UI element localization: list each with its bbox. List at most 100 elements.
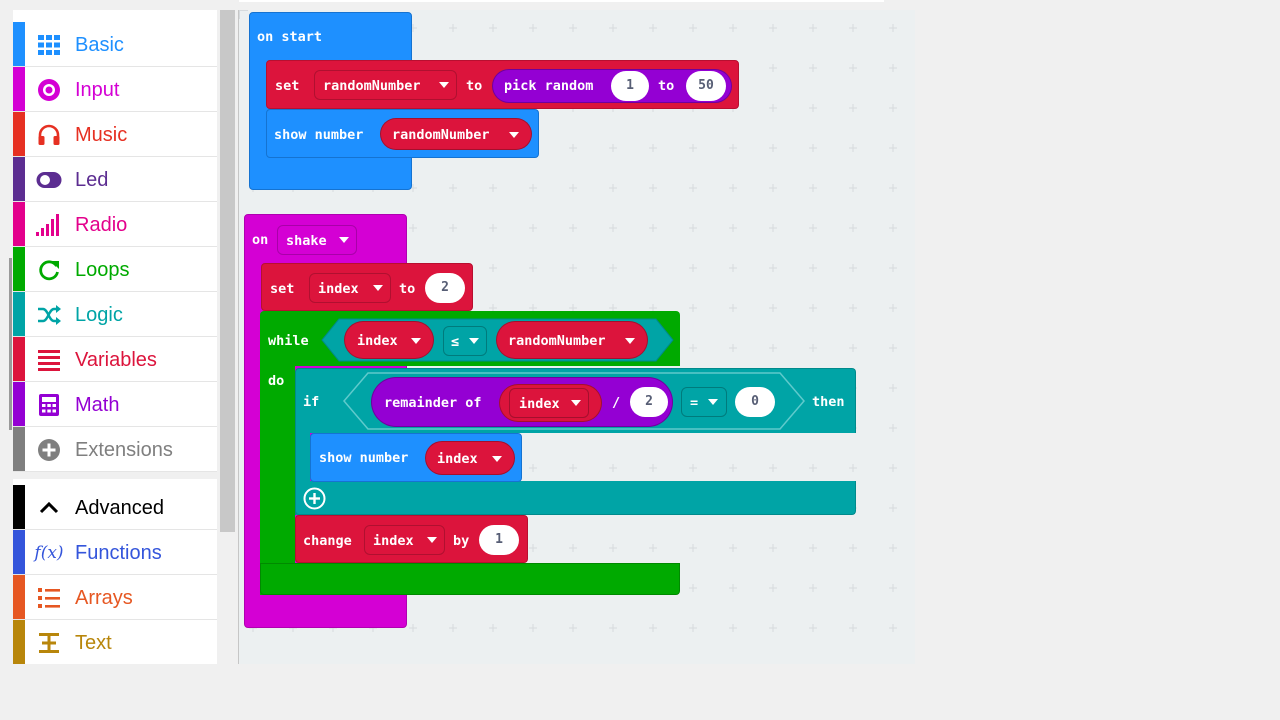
toolbox-label: Text [75,632,112,654]
gesture-dropdown[interactable]: shake [277,225,357,255]
divisor-input[interactable]: 2 [630,387,668,417]
variable-reporter[interactable]: randomNumber [380,118,532,150]
then-keyword: then [812,394,845,410]
set-variable-block[interactable]: set randomNumber to pick random 1 to 50 [266,60,739,109]
toolbox-item-arrays[interactable]: Arrays [13,575,217,620]
change-variable-block[interactable]: change index by 1 [295,515,528,563]
variable-dropdown[interactable]: index [364,525,445,555]
toolbox-item-math[interactable]: Math [13,382,217,427]
calculator-icon [36,392,62,418]
shuffle-icon [36,302,62,328]
category-stripe [13,112,25,156]
blocks-workspace[interactable]: on start set randomNumber to pick random… [239,10,915,664]
change-by-input[interactable]: 1 [479,525,519,555]
toolbox-item-music[interactable]: Music [13,112,217,157]
remainder-block[interactable]: remainder of index / 2 [371,377,673,427]
signal-bars-icon [36,212,62,238]
variable-dropdown[interactable]: randomNumber [314,70,457,100]
show-number-block[interactable]: show number index [310,433,522,482]
equals-comparison-block[interactable] [343,372,805,430]
variable-name: index [437,451,478,467]
toolbox-label: Led [75,169,109,191]
toolbox-label: Loops [75,259,130,281]
toolbox-label: Arrays [75,587,133,609]
toolbox-item-variables[interactable]: Variables [13,337,217,382]
to-keyword: to [658,78,675,94]
variable-reporter[interactable]: index [499,384,602,422]
top-strip [239,0,884,2]
show-number-label: show number [319,450,409,466]
operator-symbol: ≤ [451,334,460,350]
add-else-plus-icon[interactable] [303,487,326,510]
show-number-block[interactable]: show number randomNumber [266,109,539,158]
category-stripe [13,202,25,246]
variable-name: index [519,396,560,412]
while-keyword: while [268,333,309,349]
set-index-block[interactable]: set index to 2 [261,263,473,311]
toolbox-item-text[interactable]: Text [13,620,217,664]
on-start-label: on start [257,29,323,45]
operator-symbol: = [690,395,699,411]
divide-symbol: / [612,395,621,411]
set-value-input[interactable]: 2 [425,273,465,303]
variable-name: index [373,533,414,549]
category-stripe [13,485,25,529]
toolbox-label: Math [75,394,120,416]
pick-random-block[interactable]: pick random 1 to 50 [492,69,732,103]
toolbox-separator [13,472,217,479]
text-cursor-icon [36,630,62,656]
toolbox-item-extensions[interactable]: Extensions [13,427,217,472]
variable-dropdown[interactable]: index [509,388,589,418]
toolbox-item-led[interactable]: Led [13,157,217,202]
toolbox-label: Logic [75,304,123,326]
variable-dropdown[interactable]: index [309,273,391,303]
toolbox-item-loops[interactable]: Loops [13,247,217,292]
category-stripe [13,530,25,574]
change-keyword: change [303,533,352,549]
variable-reporter[interactable]: index [425,441,515,475]
on-keyword: on [252,232,269,248]
refresh-icon [36,257,62,283]
pick-random-label: pick random [504,78,594,94]
dropdown-caret-icon [708,399,718,405]
toolbox-label: Extensions [75,439,173,461]
toolbox-label: Advanced [75,497,164,519]
toolbox-item-basic[interactable]: Basic [13,22,217,67]
toolbox-item-advanced[interactable]: Advanced [13,485,217,530]
dropdown-caret-icon [411,338,421,344]
toolbox-item-radio[interactable]: Radio [13,202,217,247]
dropdown-caret-icon [469,338,479,344]
remainder-label: remainder of [384,395,482,411]
random-max-input[interactable]: 50 [686,71,726,101]
category-stripe [13,67,25,111]
toolbox: Basic Input Music Led Radio Loops [13,10,217,664]
to-keyword: to [399,281,416,297]
variable-name: randomNumber [392,127,490,143]
toolbox-label: Radio [75,214,128,236]
function-glyph: f(x) [34,543,64,563]
headphones-icon [36,122,62,148]
grid-icon [36,32,62,58]
equals-dropdown[interactable]: = [681,387,727,417]
by-keyword: by [453,533,470,549]
dropdown-caret-icon [339,237,349,243]
dropdown-caret-icon [625,338,635,344]
dropdown-caret-icon [571,400,581,406]
operator-dropdown[interactable]: ≤ [443,326,487,356]
variable-reporter[interactable]: randomNumber [496,321,648,359]
category-stripe [13,22,25,66]
category-stripe [13,247,25,291]
variable-name: index [357,333,398,349]
variable-reporter[interactable]: index [344,321,434,359]
random-min-input[interactable]: 1 [611,71,649,101]
dropdown-caret-icon [439,82,449,88]
category-stripe [13,292,25,336]
numbered-list-icon [36,585,62,611]
set-keyword: set [270,281,295,297]
toolbox-item-logic[interactable]: Logic [13,292,217,337]
compare-value-input[interactable]: 0 [735,387,775,417]
toolbox-scrollbar[interactable] [220,10,235,532]
category-stripe [13,575,25,619]
toolbox-item-functions[interactable]: f(x) Functions [13,530,217,575]
toolbox-item-input[interactable]: Input [13,67,217,112]
